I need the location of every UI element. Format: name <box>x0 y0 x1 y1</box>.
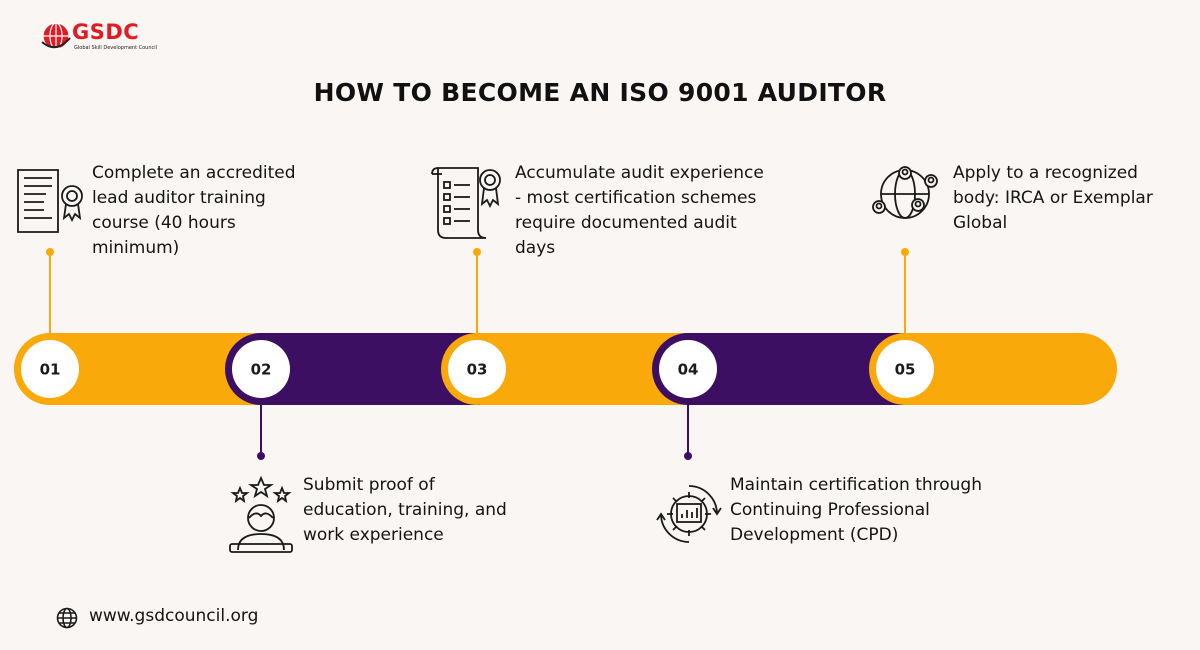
step-03-text: Accumulate audit experience - most certi… <box>515 163 764 258</box>
globe-network-icon <box>866 163 944 225</box>
step-circle-05: 05 <box>869 333 941 405</box>
step-04-text: Maintain certification through Continuin… <box>730 475 982 545</box>
step-circle-01: 01 <box>14 333 86 405</box>
step-number: 03 <box>467 361 488 379</box>
globe-icon <box>56 607 78 629</box>
logo-tagline: Global Skill Development Council <box>74 45 158 51</box>
step-circle-03: 03 <box>441 333 513 405</box>
step-number: 01 <box>40 361 61 379</box>
logo-globe-icon <box>41 22 71 50</box>
step-circle-04: 04 <box>652 333 724 405</box>
step-01-text: Complete an accredited lead auditor trai… <box>92 163 296 258</box>
gear-chart-icon <box>655 480 723 548</box>
timeline-band <box>14 333 1117 405</box>
step-number: 02 <box>251 361 272 379</box>
step-02-text: Submit proof of education, training, and… <box>303 475 507 545</box>
certificate-document-icon <box>14 166 84 238</box>
step-number: 05 <box>895 361 916 379</box>
step-circle-02: 02 <box>225 333 297 405</box>
person-stars-icon <box>226 476 296 556</box>
website-link[interactable]: www.gsdcouncil.org <box>89 606 259 626</box>
step-number: 04 <box>678 361 699 379</box>
step-05-text: Apply to a recognized body: IRCA or Exem… <box>953 163 1153 233</box>
logo-name: GSDC <box>72 20 140 44</box>
gsdc-logo <box>40 18 180 58</box>
page-title: HOW TO BECOME AN ISO 9001 AUDITOR <box>313 78 887 107</box>
checklist-scroll-icon <box>428 164 502 242</box>
